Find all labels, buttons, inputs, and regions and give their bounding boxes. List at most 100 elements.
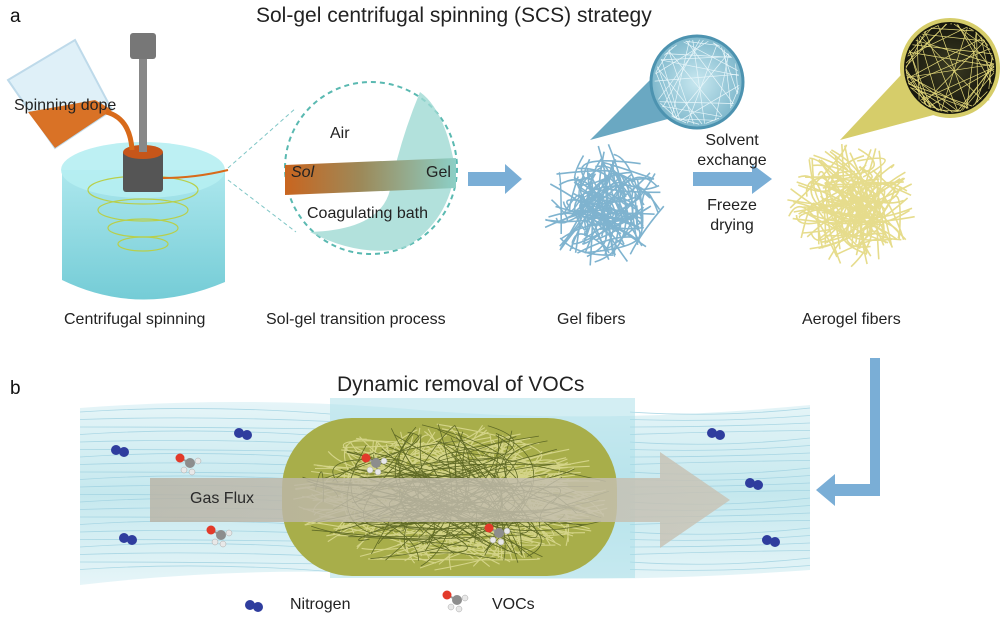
legend-nitrogen-label: Nitrogen xyxy=(290,596,351,613)
voc-molecule-icon xyxy=(442,590,469,613)
fiber-strand xyxy=(813,154,876,248)
fiber-strand xyxy=(581,171,632,211)
mesh-line xyxy=(928,68,995,107)
fiber-strand xyxy=(595,165,622,255)
mesh-line xyxy=(908,48,990,84)
fiber-strand xyxy=(563,194,583,214)
arrow-to-gel xyxy=(468,164,522,194)
mesh-line xyxy=(909,50,932,108)
mesh-line xyxy=(907,79,939,111)
solvent-label: Solvent xyxy=(705,132,759,149)
fiber-strand xyxy=(857,157,886,178)
mesh-line xyxy=(910,87,939,111)
voc-molecule-icon xyxy=(206,525,233,548)
fiber-strand xyxy=(584,225,641,254)
nitrogen-molecule-icon xyxy=(745,478,763,490)
fiber-strand xyxy=(603,168,617,256)
fiber-strand xyxy=(847,195,915,223)
fiber-strand xyxy=(613,153,644,210)
mesh-line xyxy=(926,104,949,113)
fiber-strand xyxy=(812,164,864,256)
mesh-line xyxy=(658,39,704,100)
mesh-line xyxy=(953,23,991,51)
nitrogen-molecule-icon xyxy=(119,533,137,545)
fiber-strand xyxy=(788,205,838,258)
mesh-line xyxy=(936,109,962,112)
fiber-strand xyxy=(606,200,652,231)
fiber-strand xyxy=(371,425,455,555)
mesh-line xyxy=(659,101,734,104)
caption-centrifugal-spinning: Centrifugal spinning xyxy=(64,311,206,328)
mesh-line xyxy=(905,69,910,84)
mesh-line xyxy=(712,42,721,47)
panel-a-title: Sol-gel centrifugal spinning (SCS) strat… xyxy=(256,4,652,27)
fiber-strand xyxy=(348,436,517,475)
nitrogen-molecule-icon xyxy=(707,428,725,440)
mesh-line xyxy=(660,59,739,76)
mesh-line xyxy=(731,105,733,107)
fiber-strand xyxy=(322,431,420,480)
fiber-strand xyxy=(555,205,614,219)
mesh-line xyxy=(962,72,995,111)
connector-arrow xyxy=(816,358,880,506)
mesh-line xyxy=(919,66,995,101)
nitrogen-molecule-icon xyxy=(234,428,252,440)
fiber-strand xyxy=(801,210,850,237)
fiber-strand xyxy=(549,183,607,258)
fiber-strand xyxy=(545,199,569,224)
mesh-line xyxy=(721,47,738,95)
fiber-strand xyxy=(613,216,623,257)
fiber-strand xyxy=(451,451,606,482)
mesh-line xyxy=(908,83,973,107)
fiber-strand xyxy=(631,186,661,246)
mesh-line xyxy=(966,32,977,109)
fiber-strand xyxy=(579,165,633,220)
bath-swirl-4 xyxy=(117,236,169,252)
fiber-strand xyxy=(573,155,608,186)
dope-liquid xyxy=(28,100,112,148)
caption-aerogel-fibers: Aerogel fibers xyxy=(802,311,901,328)
mesh-line xyxy=(685,40,719,46)
mesh-line xyxy=(906,74,969,109)
panel-b-title: Dynamic removal of VOCs xyxy=(337,373,585,396)
mesh-line xyxy=(668,50,723,117)
spinning-shaft xyxy=(139,55,147,152)
fiber-strand xyxy=(797,155,840,193)
mesh-line xyxy=(915,39,995,65)
mesh-line xyxy=(656,67,703,125)
fiber-strand xyxy=(410,538,491,569)
flow-line xyxy=(79,422,811,430)
spinning-apparatus xyxy=(6,33,229,300)
mesh-line xyxy=(907,27,933,55)
mesh-line xyxy=(972,91,988,106)
fiber-strand xyxy=(558,171,563,235)
spinning-jet xyxy=(162,169,229,179)
gel-label: Gel xyxy=(426,164,451,181)
mesh-line xyxy=(671,47,673,49)
mesh-line xyxy=(956,65,995,112)
mesh-line xyxy=(655,71,675,118)
mesh-line xyxy=(673,116,700,125)
caption-gel-fibers: Gel fibers xyxy=(557,311,626,328)
drying-label: drying xyxy=(710,217,754,234)
fiber-strand xyxy=(798,175,827,245)
mesh-line xyxy=(662,105,722,117)
sol-gel-magnifier xyxy=(284,81,458,255)
fiber-strand xyxy=(556,169,620,194)
exchange-label: exchange xyxy=(697,152,767,169)
fiber-strand xyxy=(311,529,477,548)
coagulating-bath-vessel xyxy=(62,170,225,300)
fiber-strand xyxy=(807,208,900,239)
mesh-line xyxy=(905,72,959,112)
mesh-line xyxy=(956,24,995,73)
mesh-line xyxy=(968,27,973,31)
fiber-strand xyxy=(574,184,626,231)
fiber-strand xyxy=(805,148,876,178)
aerogel-mesh-pattern xyxy=(905,23,995,113)
mesh-line xyxy=(975,31,989,46)
mesh-line xyxy=(662,39,700,108)
bath-region xyxy=(310,92,455,251)
fiber-strand xyxy=(790,184,897,224)
mesh-line xyxy=(905,30,927,69)
fiber-strand xyxy=(586,167,651,205)
